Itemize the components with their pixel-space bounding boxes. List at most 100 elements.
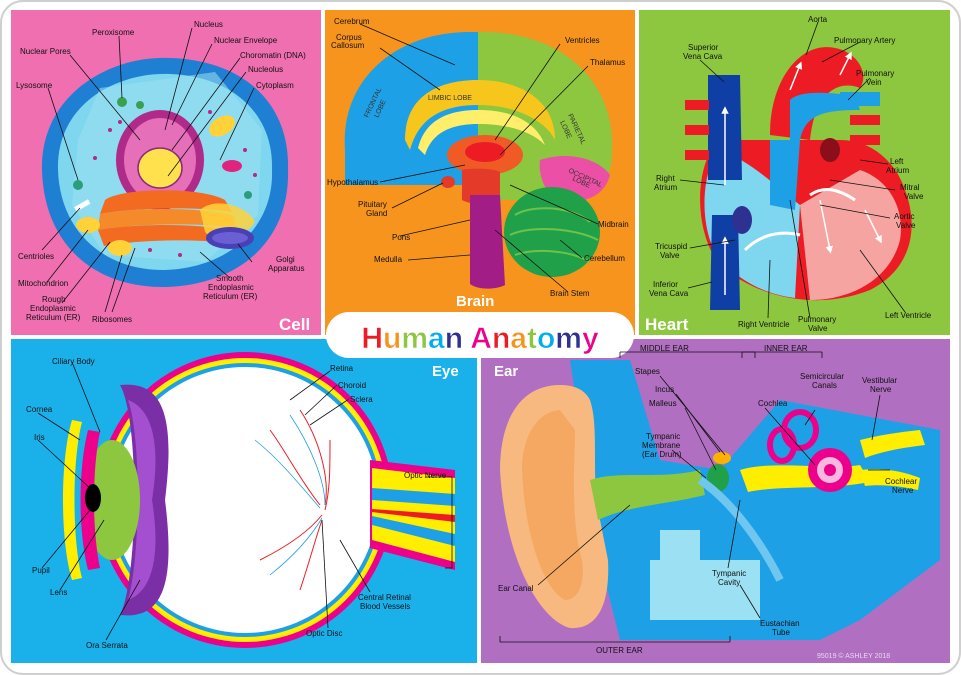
- title-letter: a: [510, 322, 527, 355]
- title-plate: [326, 312, 634, 358]
- label-optic-nerve: Optic Nerve: [404, 471, 447, 480]
- label-vestibular-line2: Nerve: [870, 385, 892, 394]
- main-title: Human Anatomy: [361, 322, 599, 355]
- label-golgi-line2: Apparatus: [268, 264, 304, 273]
- label-cornea: Cornea: [26, 405, 53, 414]
- label-central-retinal-line2: Blood Vessels: [360, 602, 410, 611]
- cell-title: Cell: [279, 315, 310, 334]
- label-rough-er-line3: Reticulum (ER): [26, 313, 81, 322]
- heart-diagram: [685, 47, 912, 310]
- label-tympanic-cavity-line1: Tympanic: [712, 569, 746, 578]
- ear-diagram: [500, 360, 940, 640]
- eye-title: Eye: [432, 363, 459, 380]
- label-eustachian-line1: Eustachian: [760, 619, 800, 628]
- copyright-footer: 95019 © ASHLEY 2018: [817, 652, 890, 660]
- label-cerebellum: Cerebellum: [584, 254, 625, 263]
- label-smooth-er-line2: Endoplasmic: [208, 283, 254, 292]
- label-iris: Iris: [34, 433, 45, 442]
- title-letter: m: [401, 322, 428, 355]
- label-pituitary-line1: Pituitary: [358, 200, 387, 209]
- title-letter: u: [383, 322, 401, 355]
- label-choroid: Choroid: [338, 381, 366, 390]
- label-pulmonary-artery: Pulmonary Artery: [834, 36, 895, 45]
- label-nuclear-pores: Nuclear Pores: [20, 47, 71, 56]
- label-lysosome: Lysosome: [16, 81, 53, 90]
- label-optic-disc: Optic Disc: [306, 629, 342, 638]
- label-middle-ear: MIDDLE EAR: [640, 344, 689, 353]
- label-semicircular-line1: Semicircular: [800, 372, 844, 381]
- label-left-ventricle: Left Ventricle: [885, 311, 932, 320]
- label-aortic-line2: Valve: [896, 221, 916, 230]
- label-central-retinal-line1: Central Retinal: [358, 593, 411, 602]
- label-hypothalamus: Hypothalamus: [327, 178, 378, 187]
- label-brain-stem: Brain Stem: [550, 289, 590, 298]
- label-ivc-line2: Vena Cava: [649, 289, 689, 298]
- label-ivc-line1: Inferior: [653, 280, 678, 289]
- brain-diagram: [344, 31, 613, 289]
- label-incus: Incus: [655, 385, 674, 394]
- label-svc-line2: Vena Cava: [683, 52, 723, 61]
- label-smooth-er-line3: Reticulum (ER): [203, 292, 258, 301]
- label-cytoplasm: Cytoplasm: [256, 81, 294, 90]
- label-ciliary-body: Ciliary Body: [52, 357, 95, 366]
- label-pituitary-line2: Gland: [366, 209, 387, 218]
- label-mitral-line2: Valve: [904, 192, 924, 201]
- label-pulmonary-vein-line1: Pulmonary: [856, 69, 894, 78]
- label-rough-er-line1: Rough: [42, 295, 66, 304]
- label-mitral-line1: Mitral: [900, 183, 920, 192]
- label-midbrain: Midbrain: [598, 220, 629, 229]
- label-retina: Retina: [330, 364, 354, 373]
- label-thalamus: Thalamus: [590, 58, 625, 67]
- label-ribosomes: Ribosomes: [92, 315, 132, 324]
- label-left-atrium-line1: Left: [890, 157, 904, 166]
- label-stapes: Stapes: [635, 367, 660, 376]
- label-svc-line1: Superior: [688, 43, 719, 52]
- label-cochlear-nerve-line1: Cochlear: [885, 477, 917, 486]
- label-nucleolus: Nucleolus: [248, 65, 283, 74]
- label-mitochondrion: Mitochondrion: [18, 279, 68, 288]
- label-tympanic-membrane-line1: Tympanic: [646, 432, 680, 441]
- label-centrioles: Centrioles: [18, 252, 54, 261]
- eye-diagram: [63, 352, 455, 648]
- label-cerebrum: Cerebrum: [334, 17, 370, 26]
- label-aortic-line1: Aortic: [894, 212, 914, 221]
- label-lens: Lens: [50, 588, 67, 597]
- label-ear-canal: Ear Canal: [498, 584, 534, 593]
- title-letter: m: [555, 322, 582, 355]
- label-inner-ear: INNER EAR: [764, 344, 808, 353]
- ear-title: Ear: [494, 363, 518, 380]
- title-letter: a: [428, 322, 445, 355]
- brain-title: Brain: [456, 293, 494, 310]
- label-tympanic-membrane-line2: Membrane: [642, 441, 681, 450]
- label-right-atrium-line1: Right: [656, 174, 675, 183]
- label-left-atrium-line2: Atrium: [886, 166, 909, 175]
- label-pulmonary-valve-line1: Pulmonary: [798, 315, 836, 324]
- label-nuclear-envelope: Nuclear Envelope: [214, 36, 278, 45]
- label-cochlea: Cochlea: [758, 399, 788, 408]
- title-letter: n: [492, 322, 510, 355]
- title-letter: A: [470, 322, 492, 355]
- label-eustachian-line2: Tube: [772, 628, 790, 637]
- limbic-lobe: LIMBIC LOBE: [428, 95, 472, 102]
- label-tympanic-cavity-line2: Cavity: [718, 578, 740, 587]
- label-tympanic-membrane-line3: (Ear Drum): [642, 450, 682, 459]
- label-cochlear-nerve-line2: Nerve: [892, 486, 914, 495]
- label-tricuspid-line2: Valve: [660, 251, 680, 260]
- label-corpus-line2: Callosum: [331, 41, 365, 50]
- label-tricuspid-line1: Tricuspid: [655, 242, 687, 251]
- title-letter: o: [537, 322, 555, 355]
- title-letter: [463, 322, 470, 355]
- label-chromatin: Choromatin (DNA): [240, 51, 306, 60]
- title-letter: t: [527, 322, 537, 355]
- label-corpus-line1: Corpus: [336, 33, 362, 42]
- label-right-ventricle: Right Ventricle: [738, 320, 790, 329]
- title-letter: n: [445, 322, 463, 355]
- label-pupil: Pupil: [32, 566, 50, 575]
- label-nucleus: Nucleus: [194, 20, 223, 29]
- label-pons: Pons: [392, 233, 410, 242]
- label-rough-er-line2: Endoplasmic: [30, 304, 76, 313]
- label-vestibular-line1: Vestibular: [862, 376, 897, 385]
- label-pulmonary-valve-line2: Valve: [808, 324, 828, 333]
